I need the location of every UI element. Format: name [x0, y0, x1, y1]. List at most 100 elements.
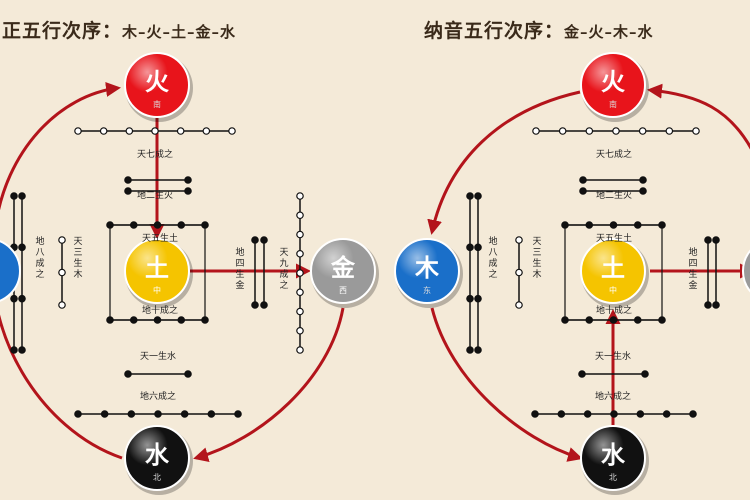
right-dots-earth-6a-dot	[641, 370, 649, 378]
left-node-earth: 土中	[124, 238, 193, 308]
right-dots-earth-4b-dot	[712, 301, 720, 309]
right-label-earth-4-char: 生	[688, 268, 697, 280]
right-title-sequence: 金–火–木–水	[564, 23, 654, 41]
left-label-earth-2: 地二生火	[137, 189, 173, 201]
left-label-heaven-9-char: 天	[279, 248, 288, 258]
left-dots-earth-8b-dot	[18, 243, 26, 252]
right-dots-earth-8a-dot	[466, 294, 474, 303]
left-title-text: 正五行次序：	[2, 20, 123, 42]
left-center-square	[109, 224, 206, 321]
left-dots-earth-6-dot	[127, 410, 136, 418]
left-dots-heaven-7-dot	[74, 127, 82, 135]
left-node-metal-direction: 西	[339, 286, 347, 295]
right-label-earth-8-char: 八	[488, 248, 497, 258]
right-dots-earth-8a-dot	[466, 346, 474, 354]
left-label-heaven-1: 天一生水	[140, 350, 176, 362]
left-dots-heaven-9-dot	[296, 346, 304, 354]
right-node-water-gloss	[581, 426, 645, 490]
left-dots-heaven-7-dot	[176, 127, 185, 135]
left-dots-heaven-9	[296, 192, 304, 354]
left-node-earth-char: 土	[145, 253, 169, 282]
right-dots-heaven-7-dot	[692, 127, 700, 135]
left-dots-heaven-7-dot	[125, 127, 134, 135]
right-node-fire-direction: 南	[609, 99, 617, 109]
left-dots-earth-8b-dot	[18, 192, 26, 200]
left-dots-earth-2	[124, 176, 192, 184]
right-node-earth-gloss	[581, 239, 645, 303]
left-diagram-title: 正五行次序：木–火–土–金–水	[2, 16, 236, 43]
left-label-heaven-3-char: 木	[73, 268, 82, 280]
left-title-sequence: 木–火–土–金–水	[122, 23, 237, 41]
right-node-water-char: 水	[601, 440, 626, 469]
right-label-earth-2: 地二生火	[596, 189, 632, 201]
right-dots-earth-8a	[466, 192, 474, 354]
left-dots-heaven-3-dot	[58, 301, 66, 309]
left-arrow-metal-to-water	[193, 307, 345, 462]
right-node-fire: 火南	[580, 52, 649, 122]
right-node-fire-char: 火	[601, 67, 625, 96]
right-node-earth-direction: 中	[609, 285, 617, 295]
left-dots-earth-6-dot	[100, 410, 109, 418]
left-arrow-wood-to-fire	[0, 82, 121, 211]
right-label-heaven-1: 天一生水	[595, 350, 631, 362]
left-label-heaven-9-char: 成	[279, 268, 288, 280]
right-dots-earth-6a	[578, 370, 649, 378]
right-dots-earth-4a-dot	[704, 236, 712, 244]
left-node-water-direction: 北	[153, 473, 161, 482]
right-arrow-wood-to-water	[430, 307, 583, 462]
right-dots-earth-8b-dot	[474, 346, 482, 354]
left-dots-heaven-7-dot	[228, 127, 236, 135]
right-node-wood-char: 木	[414, 253, 440, 282]
right-label-earth-8-char: 之	[488, 268, 497, 280]
right-node-wood-direction: 东	[423, 285, 431, 295]
left-dots-earth-4b-dot	[260, 236, 268, 244]
right-dots-earth-8b-dot	[474, 294, 482, 303]
left-dots-earth-4b	[260, 236, 268, 309]
left-dots-earth-6-dot	[234, 410, 242, 418]
left-node-water-char: 水	[145, 440, 170, 469]
right-dots-earth-2b	[579, 187, 647, 195]
left-dots-earth-2b-dot	[184, 187, 192, 195]
left-node-fire-gloss	[125, 53, 189, 117]
right-dots-earth-4a-dot	[704, 301, 712, 309]
right-node-water-direction: 北	[609, 473, 617, 482]
left-dots-earth-8a-dot	[10, 346, 18, 354]
left-dots-heaven-7-dot	[151, 127, 159, 135]
left-node-metal: 金西	[310, 238, 379, 308]
left-dots-earth-6a	[124, 370, 192, 378]
right-node-metal-partial	[742, 249, 750, 293]
left-label-earth-8-char: 八	[35, 248, 44, 258]
right-node-fire-gloss	[581, 53, 645, 117]
right-dots-earth-2b-dot	[579, 187, 587, 195]
right-label-heaven-5: 天五生土	[596, 232, 632, 244]
left-dots-heaven-7	[74, 127, 236, 135]
left-dots-heaven-7-dot	[202, 127, 211, 135]
left-node-earth-direction: 中	[153, 285, 161, 295]
left-label-earth-10: 地十成之	[142, 304, 178, 316]
right-dots-earth-6-dot	[531, 410, 539, 418]
right-dots-heaven-7-dot	[612, 127, 620, 135]
left-node-earth-gloss	[125, 239, 189, 303]
left-dots-heaven-9-dot	[296, 288, 304, 297]
right-dots-earth-2-dot	[579, 176, 587, 184]
right-dots-heaven-3-dot	[515, 236, 523, 244]
left-dots-earth-8a-dot	[10, 192, 18, 200]
right-center-square	[564, 224, 663, 321]
left-label-earth-6: 地六成之	[140, 390, 176, 402]
left-dots-earth-6	[74, 410, 242, 418]
left-dots-earth-8b	[18, 192, 26, 354]
left-label-heaven-3-char: 生	[73, 257, 82, 269]
left-dots-heaven-7-dot	[99, 127, 108, 135]
right-arrow-fire-to-wood	[427, 90, 581, 235]
left-dots-earth-4a	[251, 236, 259, 309]
right-dots-earth-8a-dot	[466, 192, 474, 200]
right-dots-earth-6-dot	[662, 410, 671, 418]
left-dots-heaven-3-dot	[58, 268, 66, 277]
right-dots-heaven-7-dot	[638, 127, 647, 135]
right-dots-earth-4b	[712, 236, 720, 309]
